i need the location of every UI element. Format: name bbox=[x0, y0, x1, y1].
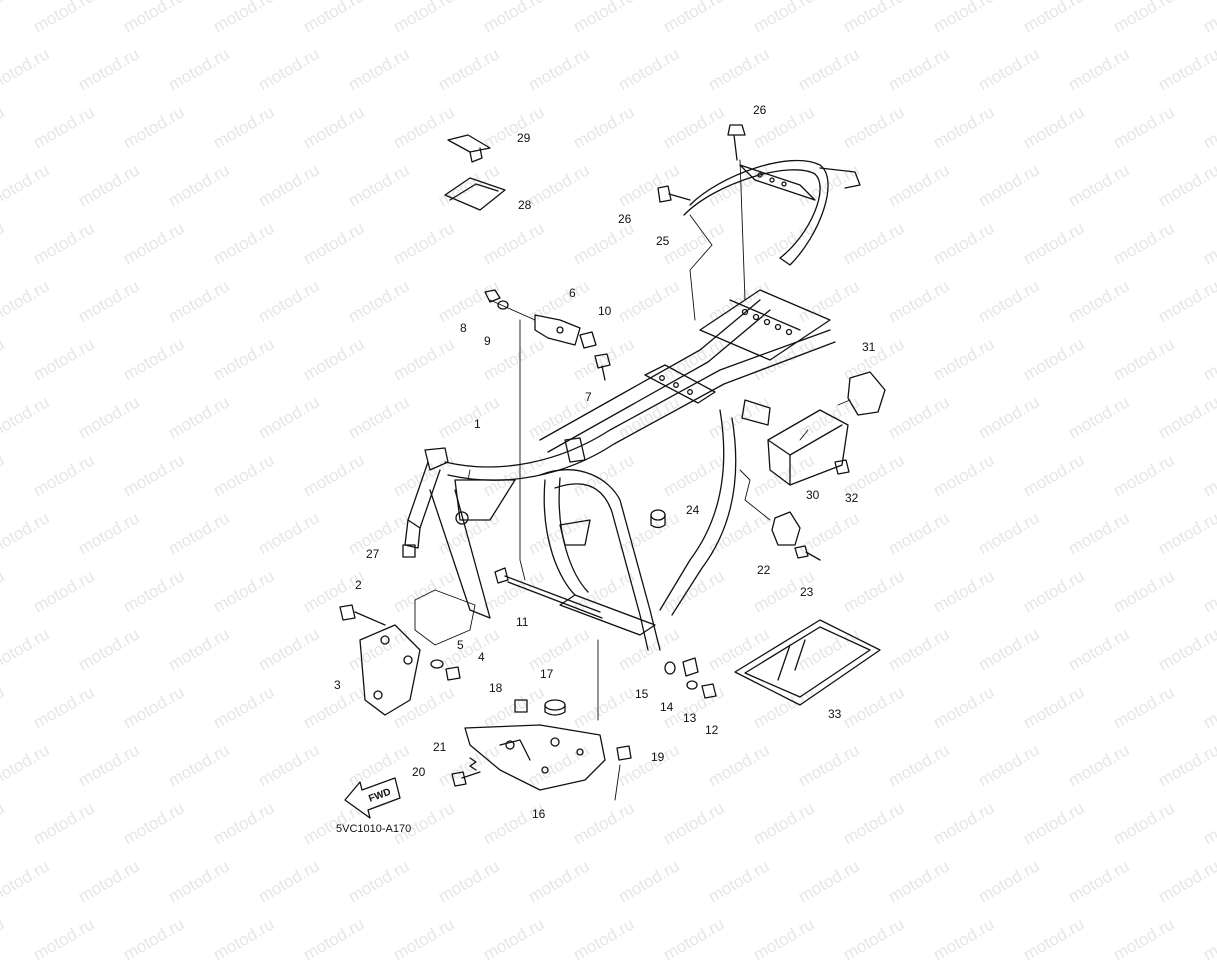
watermark-text: motod.ru bbox=[660, 914, 728, 965]
callout-2: 2 bbox=[355, 578, 362, 592]
bolt-19 bbox=[616, 745, 632, 761]
watermark-text: motod.ru bbox=[1020, 914, 1088, 965]
callout-26-side: 26 bbox=[618, 212, 632, 226]
cap-27 bbox=[402, 544, 416, 558]
callout-30: 30 bbox=[806, 488, 820, 502]
collar-24 bbox=[650, 509, 666, 529]
watermark-text: motod.ru bbox=[30, 914, 98, 965]
callout-32: 32 bbox=[845, 491, 859, 505]
watermark-text: motod.ru bbox=[1200, 914, 1217, 965]
spring-washer-21 bbox=[469, 757, 477, 771]
callout-26-top: 26 bbox=[753, 103, 767, 117]
callout-19: 19 bbox=[651, 750, 665, 764]
grommet-17 bbox=[544, 699, 566, 716]
bolt-2 bbox=[339, 604, 386, 626]
watermark-text: motod.ru bbox=[840, 914, 908, 965]
bolt-26-side bbox=[657, 185, 691, 203]
bracket-3 bbox=[359, 624, 421, 716]
plate-33 bbox=[734, 619, 881, 706]
watermark-text: motod.ru bbox=[750, 914, 818, 965]
bolt-11 bbox=[494, 567, 603, 619]
washer-15 bbox=[664, 661, 676, 675]
watermark-text: motod.ru bbox=[210, 914, 278, 965]
nut-4 bbox=[445, 666, 461, 681]
nut-12 bbox=[701, 683, 717, 699]
callout-4: 4 bbox=[478, 650, 485, 664]
callout-5: 5 bbox=[457, 638, 464, 652]
watermark-text: motod.ru bbox=[480, 914, 548, 965]
callout-6: 6 bbox=[569, 286, 576, 300]
callout-22: 22 bbox=[757, 563, 771, 577]
bolt-20 bbox=[451, 771, 481, 787]
watermark-text: motod.ru bbox=[0, 914, 8, 965]
callout-25: 25 bbox=[656, 234, 670, 248]
spacer-14 bbox=[682, 657, 699, 677]
callout-21: 21 bbox=[433, 740, 447, 754]
callout-23: 23 bbox=[800, 585, 814, 599]
box-30 bbox=[767, 409, 849, 486]
callout-8: 8 bbox=[460, 321, 467, 335]
cover-31 bbox=[847, 371, 886, 416]
callout-1: 1 bbox=[474, 417, 481, 431]
watermark-text: motod.ru bbox=[390, 914, 458, 965]
callout-7: 7 bbox=[585, 390, 592, 404]
watermark-text: motod.ru bbox=[120, 914, 188, 965]
callout-3: 3 bbox=[334, 678, 341, 692]
skid-plate-16 bbox=[464, 724, 606, 791]
washer-13 bbox=[686, 680, 698, 690]
clip-29 bbox=[447, 134, 491, 163]
washer-9 bbox=[497, 300, 509, 310]
collar-18 bbox=[514, 699, 528, 713]
bolt-7 bbox=[594, 353, 611, 381]
callout-9: 9 bbox=[484, 334, 491, 348]
pad-28 bbox=[444, 177, 506, 211]
diagram-code: 5VC1010-A170 bbox=[336, 823, 412, 835]
callout-31: 31 bbox=[862, 340, 876, 354]
fwd-arrow: FWD bbox=[344, 777, 401, 819]
callout-13: 13 bbox=[683, 711, 697, 725]
callout-27: 27 bbox=[366, 547, 380, 561]
bolt-32 bbox=[834, 459, 850, 475]
callout-29: 29 bbox=[517, 131, 531, 145]
callout-16: 16 bbox=[532, 807, 546, 821]
callout-11: 11 bbox=[516, 615, 529, 629]
watermark-text: motod.ru bbox=[930, 914, 998, 965]
bracket-22 bbox=[771, 511, 801, 546]
frame-drawing: FWD bbox=[339, 124, 886, 819]
bracket-6 bbox=[534, 314, 581, 346]
watermark-text: motod.ru bbox=[1110, 914, 1178, 965]
grab-rail bbox=[683, 159, 861, 266]
callout-14: 14 bbox=[660, 700, 674, 714]
main-frame bbox=[404, 289, 836, 651]
bolt-10 bbox=[579, 331, 597, 349]
callout-24: 24 bbox=[686, 503, 700, 517]
callout-10: 10 bbox=[598, 304, 612, 318]
leader-lines bbox=[414, 159, 851, 801]
nut-8 bbox=[484, 289, 501, 303]
callout-12: 12 bbox=[705, 723, 719, 737]
watermark-text: motod.ru bbox=[570, 914, 638, 965]
callout-15: 15 bbox=[635, 687, 649, 701]
callout-20: 20 bbox=[412, 765, 426, 779]
washer-5 bbox=[430, 659, 444, 669]
bolt-23 bbox=[794, 545, 821, 561]
callout-28: 28 bbox=[518, 198, 532, 212]
callout-33: 33 bbox=[828, 707, 842, 721]
watermark-text: motod.ru bbox=[300, 914, 368, 965]
callout-17: 17 bbox=[540, 667, 554, 681]
bolt-26-top bbox=[727, 124, 746, 161]
callout-18: 18 bbox=[489, 681, 503, 695]
